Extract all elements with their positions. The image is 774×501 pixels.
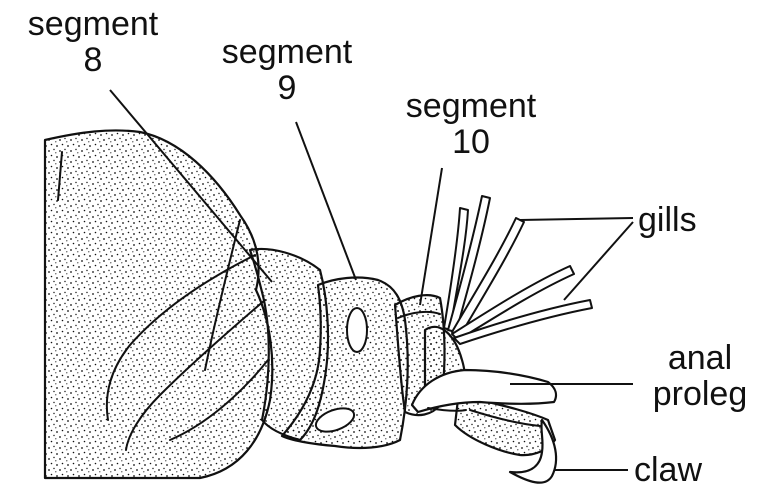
label-segment-8-word: segment: [18, 6, 168, 42]
label-segment-9-number: 9: [212, 70, 362, 106]
label-segment-10-word: segment: [396, 88, 546, 124]
label-segment-8: segment 8: [18, 6, 168, 78]
label-segment-8-number: 8: [18, 42, 168, 78]
label-segment-10-number: 10: [396, 124, 546, 160]
label-anal-proleg: anal proleg: [632, 340, 768, 412]
label-segment-9: segment 9: [212, 34, 362, 106]
leader-gills-1: [520, 218, 633, 220]
leader-gills-2: [564, 222, 633, 300]
label-segment-9-word: segment: [212, 34, 362, 70]
anterior-body: [45, 130, 272, 478]
label-claw: claw: [634, 452, 702, 488]
label-proleg: proleg: [632, 376, 768, 412]
label-segment-10: segment 10: [396, 88, 546, 160]
leader-segment-10: [420, 168, 442, 305]
label-gills: gills: [638, 202, 697, 238]
leader-segment-9: [296, 122, 356, 280]
label-anal: anal: [632, 340, 768, 376]
